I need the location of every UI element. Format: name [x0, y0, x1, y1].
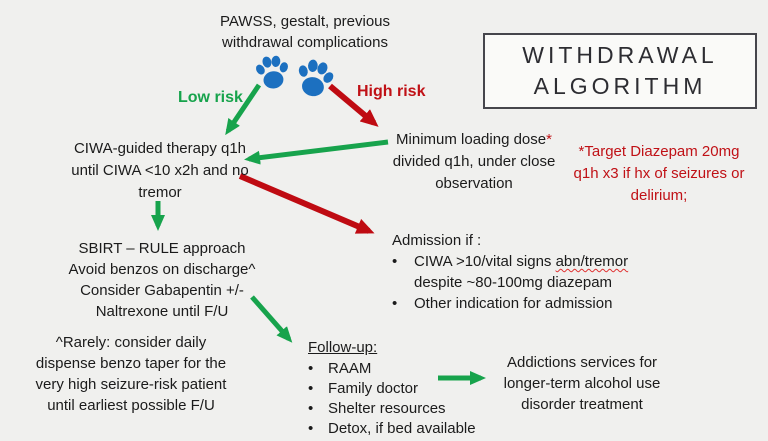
target-diazepam-note: *Target Diazepam 20mg q1h x3 if hx of se… — [553, 141, 765, 207]
sbirt-line: Consider Gabapentin +/- — [80, 282, 244, 299]
ciwa-therapy-node: CIWA-guided therapy q1h until CIWA <10 x… — [35, 138, 285, 204]
loading-dose-line: divided q1h, under close — [392, 153, 556, 170]
follow-up-item-text: Detox, if bed available — [328, 420, 476, 437]
follow-up-node: Follow-up: • RAAM • Family doctor • Shel… — [308, 338, 503, 439]
follow-up-item-text: RAAM — [328, 360, 372, 377]
minimum-loading-dose-node: Minimum loading dose* divided q1h, under… — [368, 129, 580, 195]
follow-up-item: • Detox, if bed available — [308, 419, 503, 439]
page-title-line: ALGORITHM — [533, 73, 707, 99]
target-note-line: q1h x3 if hx of seizures or — [573, 165, 745, 182]
low-risk-label: Low risk — [178, 89, 243, 106]
risk-assessment-node: PAWSS, gestalt, previous withdrawal comp… — [195, 11, 415, 53]
admission-title: Admission if : — [392, 232, 482, 249]
target-note-line: delirium; — [630, 187, 688, 204]
loading-dose-text: Minimum loading dose — [396, 131, 547, 148]
assessment-line: withdrawal complications — [222, 34, 388, 51]
follow-up-item-text: Shelter resources — [328, 400, 446, 417]
rarely-line: very high seizure-risk patient — [35, 376, 227, 393]
rarely-line: ^Rarely: consider daily — [55, 334, 207, 351]
rarely-line: dispense benzo taper for the — [35, 355, 227, 372]
bullet-icon: • — [392, 253, 398, 270]
title-box: WITHDRAWAL ALGORITHM — [483, 33, 757, 109]
target-note-line: *Target Diazepam 20mg — [578, 143, 740, 160]
page-title-line: WITHDRAWAL — [522, 42, 718, 68]
admission-text: CIWA >10/vital signs — [414, 253, 556, 270]
sbirt-node: SBIRT – RULE approach Avoid benzos on di… — [32, 238, 292, 322]
rarely-footnote: ^Rarely: consider daily dispense benzo t… — [25, 332, 237, 416]
addictions-line: disorder treatment — [521, 396, 643, 413]
high-risk-label: High risk — [357, 83, 426, 100]
footnote-asterisk: * — [546, 131, 552, 148]
addictions-line: Addictions services for — [506, 354, 658, 371]
addictions-line: longer-term alcohol use — [503, 375, 661, 392]
bullet-icon: • — [308, 380, 314, 397]
bullet-icon: • — [392, 295, 398, 312]
follow-up-item: • Family doctor — [308, 379, 503, 399]
follow-up-item: • RAAM — [308, 359, 503, 379]
addictions-services-node: Addictions services for longer-term alco… — [492, 352, 672, 415]
paw-print-icon — [298, 59, 334, 97]
follow-up-item: • Shelter resources — [308, 399, 503, 419]
ciwa-line: until CIWA <10 x2h and no — [71, 162, 249, 179]
bullet-icon: • — [308, 400, 314, 417]
ciwa-line: tremor — [138, 184, 182, 201]
follow-up-item-text: Family doctor — [328, 380, 419, 397]
loading-dose-line: Minimum loading dose* — [368, 129, 580, 151]
loading-dose-line: observation — [435, 175, 513, 192]
paw-print-icon — [256, 55, 288, 89]
sbirt-line: SBIRT – RULE approach — [78, 240, 246, 257]
sbirt-line: Avoid benzos on discharge^ — [68, 261, 256, 278]
admission-node: Admission if : • CIWA >10/vital signs ab… — [392, 230, 660, 314]
admission-text: despite ~80-100mg diazepam — [414, 274, 613, 291]
admission-bullet-text: CIWA >10/vital signs abn/tremor despite ~… — [414, 251, 628, 293]
rarely-line: until earliest possible F/U — [47, 397, 215, 414]
bullet-icon: • — [308, 420, 314, 437]
admission-bullet-item: • CIWA >10/vital signs abn/tremor despite… — [392, 251, 660, 293]
admission-bullet-item: • Other indication for admission — [392, 293, 660, 314]
admission-bullet-text: Other indication for admission — [414, 295, 613, 312]
spellcheck-flagged-text: abn/tremor — [555, 253, 629, 270]
follow-up-title: Follow-up: — [308, 339, 378, 356]
ciwa-line: CIWA-guided therapy q1h — [73, 140, 247, 157]
bullet-icon: • — [308, 360, 314, 377]
assessment-line: PAWSS, gestalt, previous — [219, 13, 391, 30]
sbirt-line: Naltrexone until F/U — [95, 303, 229, 320]
